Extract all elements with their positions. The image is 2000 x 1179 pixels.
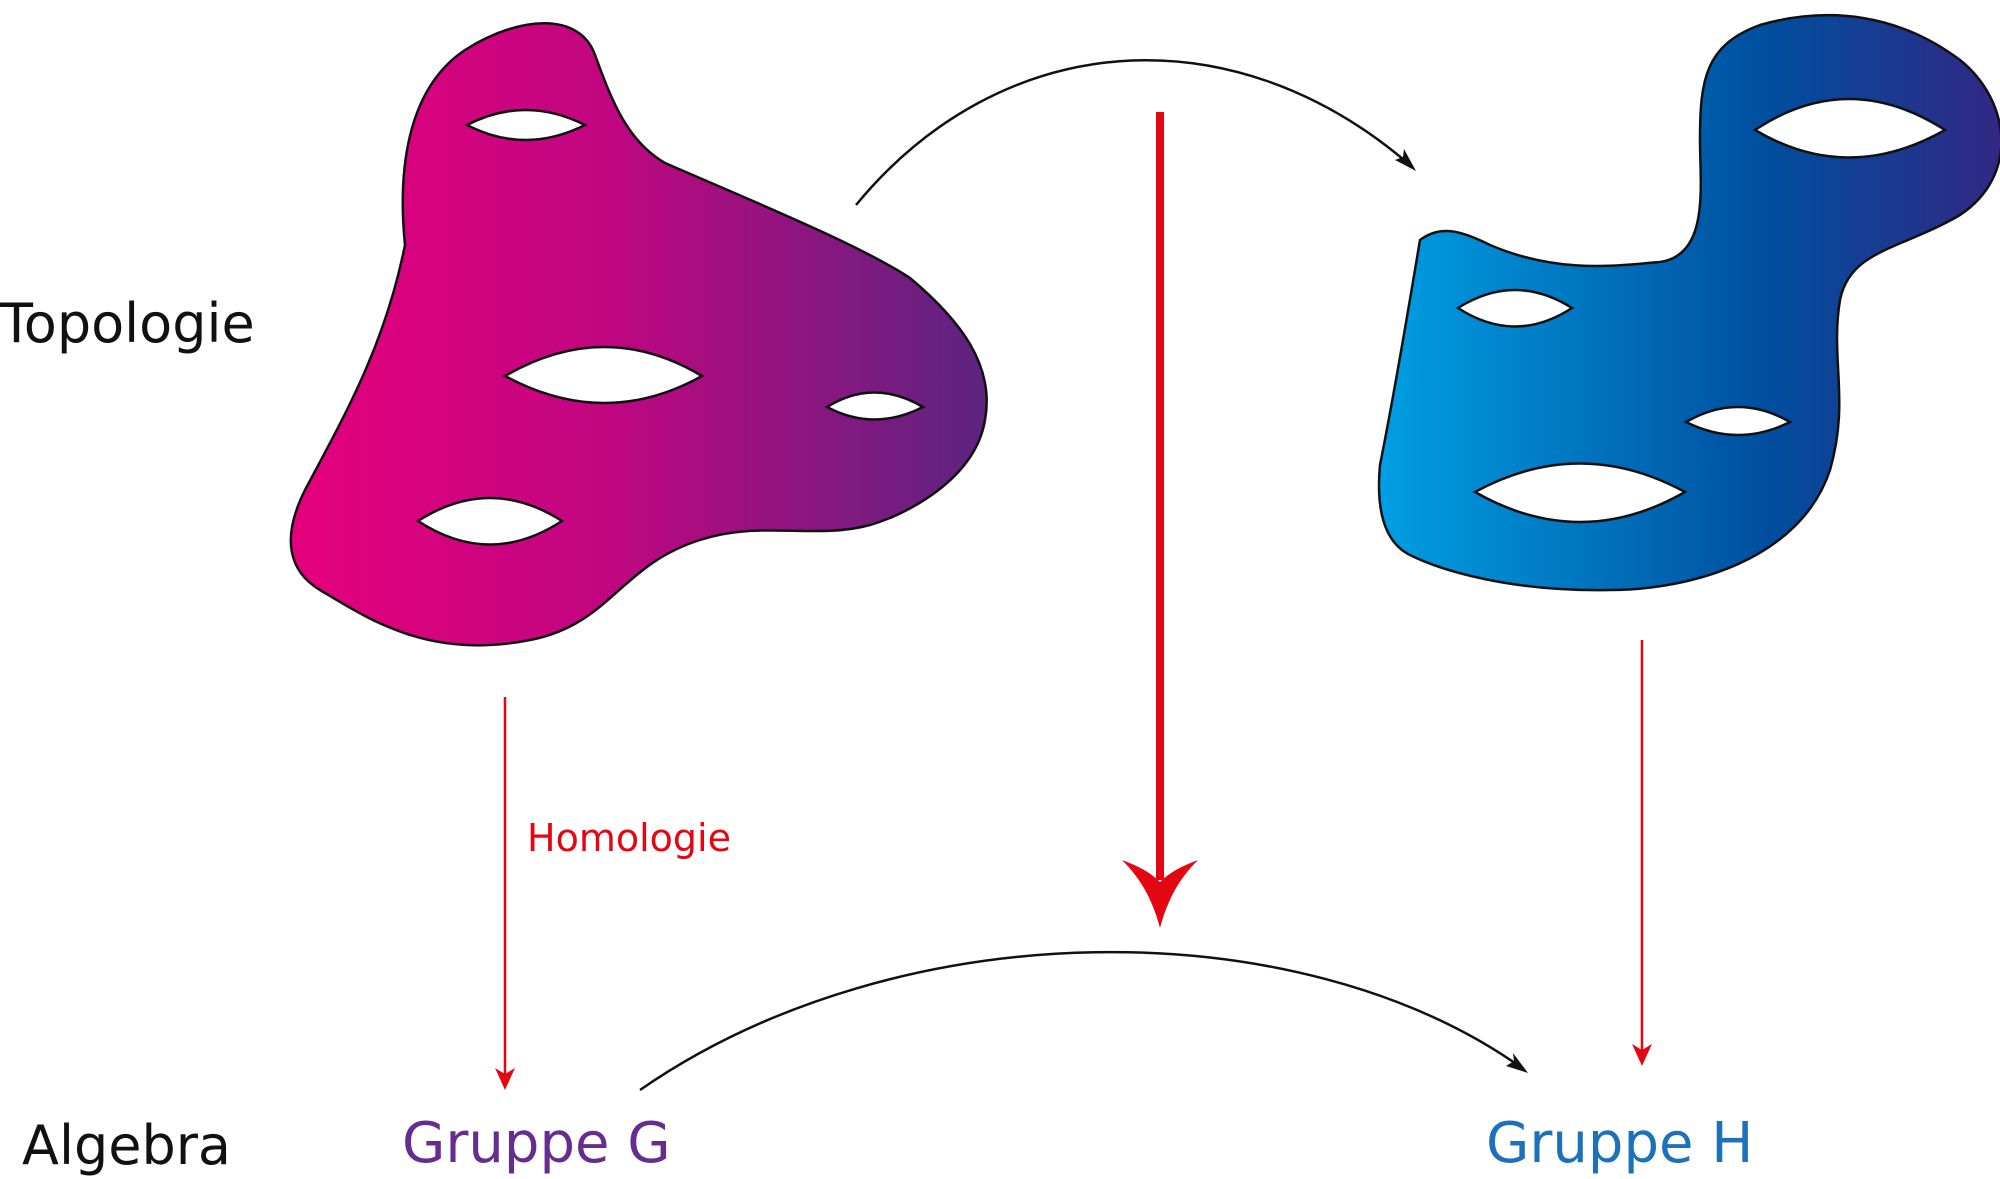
left-surface-handles: [415, 108, 926, 546]
handle-hole: [1683, 405, 1793, 437]
arrowhead: [495, 1068, 515, 1090]
arrowhead: [1395, 149, 1416, 171]
handle-hole: [502, 345, 705, 405]
homomorphism-arrow: [639, 950, 1528, 1092]
handle-hole: [1752, 97, 1948, 159]
right-surface-handles: [1455, 97, 1948, 524]
arrowhead: [1122, 860, 1198, 928]
left-surface: [289, 22, 988, 647]
handle-hole: [415, 496, 565, 546]
homology-arrow-left: [495, 697, 515, 1090]
arrowhead: [1506, 1053, 1528, 1073]
homology-arrow-right: [1632, 640, 1652, 1066]
handle-hole: [464, 108, 588, 142]
algebra-row-label: Algebra: [22, 1114, 231, 1177]
continuous-map-arrow: [855, 59, 1416, 206]
homology-label: Homologie: [527, 816, 731, 860]
arrowhead: [1632, 1044, 1652, 1066]
left-surface-body: [289, 22, 988, 647]
functor-arrow: [1122, 112, 1198, 928]
topology-row-label: Topologie: [0, 292, 255, 355]
handle-hole: [824, 391, 926, 421]
handle-hole: [1472, 462, 1688, 524]
right-surface-body: [1377, 13, 2000, 592]
handle-hole: [1455, 288, 1575, 328]
group-h-label: Gruppe H: [1486, 1111, 1753, 1176]
right-surface: [1377, 13, 2000, 592]
group-g-label: Gruppe G: [402, 1111, 671, 1176]
